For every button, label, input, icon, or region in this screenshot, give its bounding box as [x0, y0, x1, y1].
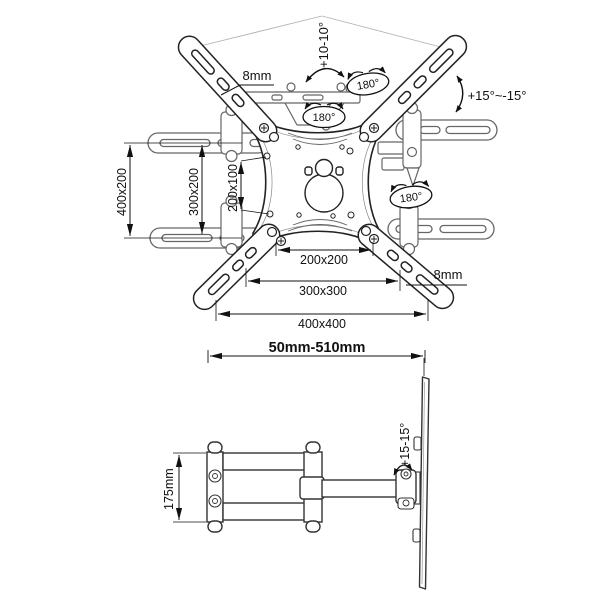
- dim-400x400-label: 400x400: [298, 317, 346, 331]
- side-main-arm: [321, 479, 403, 498]
- side-wall-plate: [206, 441, 224, 533]
- side-view: 50mm-510mm 175mm +15-15°: [162, 340, 430, 590]
- diagonal-arm-bottom-right: [357, 223, 455, 310]
- rotation-arrows-icon: [304, 102, 344, 110]
- label-8mm-left: 8mm: [220, 68, 274, 96]
- diagonal-arm-bottom-left: [192, 223, 281, 311]
- tilt-arc-icon: [455, 75, 464, 113]
- rotation-badge-top: 180°: [346, 66, 390, 96]
- hole-size-right-label: 8mm: [434, 267, 463, 282]
- diagonal-arm-top-right: [359, 34, 468, 143]
- keyhole-cutout: [304, 158, 344, 213]
- tilt-range-label-side: +15-15°: [398, 423, 412, 467]
- side-tv-plate: [412, 376, 430, 590]
- side-link: [299, 441, 325, 533]
- dimension-lines-horizontal: [215, 242, 429, 321]
- label-8mm-right: 8mm: [406, 267, 467, 286]
- extension-range-label: 50mm-510mm: [269, 340, 366, 356]
- swivel-annotation: +10-10°: [305, 22, 345, 83]
- dim-200x100-label: 200x100: [226, 164, 240, 212]
- dim-300x300-label: 300x300: [299, 284, 347, 298]
- tilt-annotation-right: +15°~-15°: [455, 75, 527, 113]
- rotation-arrows-icon: [390, 179, 430, 193]
- swivel-arc-icon: [305, 68, 345, 83]
- rotation-arrows-icon: [347, 66, 386, 80]
- dim-extension-range: 50mm-510mm: [207, 340, 426, 376]
- plate-holes: [263, 144, 355, 219]
- dim-400x200-label: 400x200: [115, 168, 129, 216]
- dim-height-175: 175mm: [162, 452, 206, 523]
- hole-size-left-label: 8mm: [243, 68, 272, 83]
- swivel-guide-lines: [191, 15, 453, 51]
- hinge-left-bottom: [220, 194, 243, 256]
- diagonal-arm-top-left: [177, 35, 278, 143]
- side-tilt-annotation: +15-15°: [393, 423, 413, 476]
- rotation-label-right: 180°: [399, 190, 423, 205]
- side-elbow: [395, 468, 421, 510]
- dim-200x200-label: 200x200: [300, 253, 348, 267]
- rotation-badge-center: 180°: [302, 102, 346, 129]
- corner-screws: [258, 122, 380, 247]
- front-view: 180° 180° 180° +10-10° +15°~-15°: [115, 15, 527, 331]
- dimension-lines-vertical: [124, 142, 270, 239]
- rotation-label-center: 180°: [313, 112, 336, 124]
- height-label: 175mm: [162, 468, 176, 510]
- dim-300x200-label: 300x200: [187, 168, 201, 216]
- plate-rib-arcs: [287, 132, 353, 232]
- rotation-badge-right: 180°: [389, 179, 433, 209]
- hinge-right-top: [377, 101, 422, 188]
- tilt-arc-icon: [393, 463, 413, 476]
- tilt-range-label-front: +15°~-15°: [468, 88, 527, 103]
- swivel-range-label: +10-10°: [316, 22, 331, 68]
- rotation-label-top: 180°: [356, 77, 381, 93]
- vesa-plate: [252, 119, 382, 245]
